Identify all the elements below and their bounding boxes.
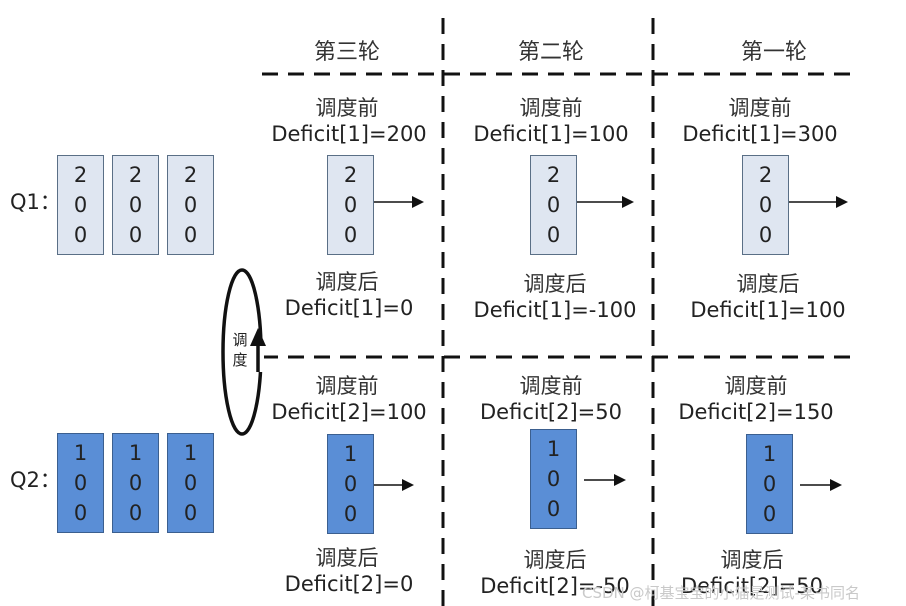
q1-r1-deficit-before: Deficit[1]=300	[682, 122, 838, 146]
queue-label-q1: Q1：	[10, 190, 61, 214]
q1-r1-after-label: 调度后	[736, 272, 800, 296]
q1-r2-deficit-after: Deficit[1]=-100	[473, 298, 637, 322]
q2-r2-after-label: 调度后	[523, 548, 587, 572]
scheduler-loop-icon	[221, 268, 266, 436]
arrow-q1-r1	[789, 196, 848, 208]
q1-r2-before-label: 调度前	[519, 96, 583, 120]
q2-r1-deficit-before: Deficit[2]=150	[678, 400, 834, 424]
arrow-q1-r3	[374, 196, 424, 208]
q2-r3-after-label: 调度后	[315, 546, 379, 570]
arrow-q2-r3	[374, 479, 414, 491]
q2-r1-after-label: 调度后	[720, 548, 784, 572]
q2-r2-deficit-before: Deficit[2]=50	[480, 400, 622, 424]
q1-r2-deficit-before: Deficit[1]=100	[473, 122, 629, 146]
q1-r3-before-label: 调度前	[315, 96, 379, 120]
arrow-q2-r1	[800, 479, 842, 491]
round-header-3: 第三轮	[313, 40, 380, 65]
q1-r3-deficit-before: Deficit[1]=200	[271, 122, 427, 146]
q1-r1-before-label: 调度前	[728, 96, 792, 120]
q1-r3-after-label: 调度后	[315, 270, 379, 294]
q2-r1-before-label: 调度前	[724, 374, 788, 398]
q2-r3-deficit-after: Deficit[2]=0	[284, 572, 414, 596]
q1-r3-deficit-after: Deficit[1]=0	[284, 296, 414, 320]
scheduler-label: 调 度	[232, 331, 248, 369]
q2-r3-before-label: 调度前	[315, 374, 379, 398]
watermark: CSDN @柯基宝宝的小猫是测试-某书同名	[582, 584, 860, 602]
arrow-q2-r2	[584, 474, 626, 486]
q2-r3-deficit-before: Deficit[2]=100	[271, 400, 427, 424]
q1-r2-after-label: 调度后	[523, 272, 587, 296]
q2-r2-deficit-after: Deficit[2]=-50	[480, 574, 630, 598]
arrow-q1-r2	[577, 196, 634, 208]
q2-r1-deficit-after: Deficit[2]=50	[681, 574, 823, 598]
queue-label-q2: Q2：	[10, 468, 61, 492]
q1-r1-deficit-after: Deficit[1]=100	[690, 298, 846, 322]
q2-r2-before-label: 调度前	[519, 374, 583, 398]
round-header-1: 第一轮	[740, 40, 807, 65]
round-header-2: 第二轮	[517, 40, 584, 65]
